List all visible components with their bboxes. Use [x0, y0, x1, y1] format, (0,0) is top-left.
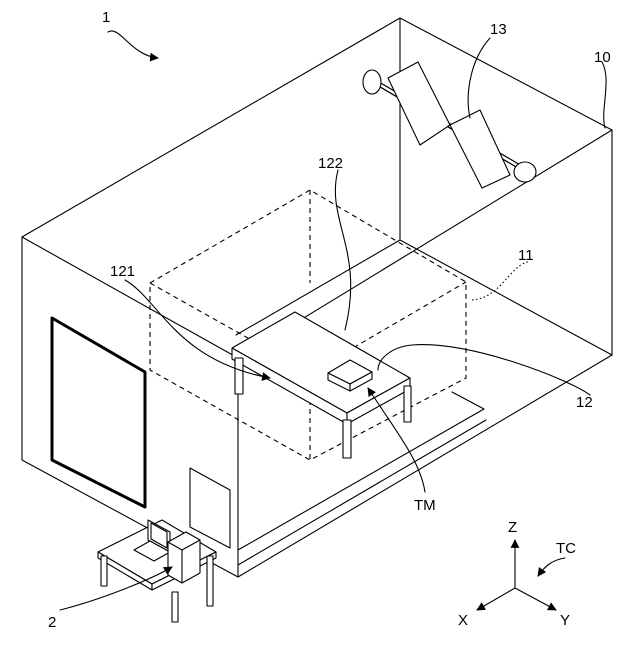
- coordinate-system: [477, 540, 565, 610]
- wall-panel: [52, 318, 145, 507]
- fan-icon: [363, 62, 536, 188]
- label-table-top: 122: [318, 155, 343, 172]
- floor-mat-edge: [238, 420, 486, 565]
- label-axis-z: Z: [508, 519, 517, 536]
- leader-lines: [60, 31, 606, 610]
- label-coordinate-system: TC: [556, 540, 576, 557]
- label-computer: 2: [48, 614, 56, 631]
- label-test-area: 11: [518, 247, 534, 264]
- label-table: 12: [576, 394, 593, 411]
- label-terminal: TM: [414, 497, 436, 514]
- axis-arrow-icon: [477, 588, 515, 610]
- curved-leader-arrow-icon: [108, 31, 158, 58]
- test-table: [232, 312, 411, 458]
- label-axis-x: X: [458, 612, 468, 629]
- room-enclosure: [22, 18, 612, 577]
- axis-arrow-icon: [515, 588, 556, 610]
- label-system: 1: [102, 9, 110, 26]
- label-fan: 13: [490, 21, 507, 38]
- label-axis-y: Y: [560, 612, 570, 629]
- label-room: 10: [594, 49, 611, 66]
- wall-door: [190, 468, 230, 548]
- label-table-bottom: 121: [110, 263, 135, 280]
